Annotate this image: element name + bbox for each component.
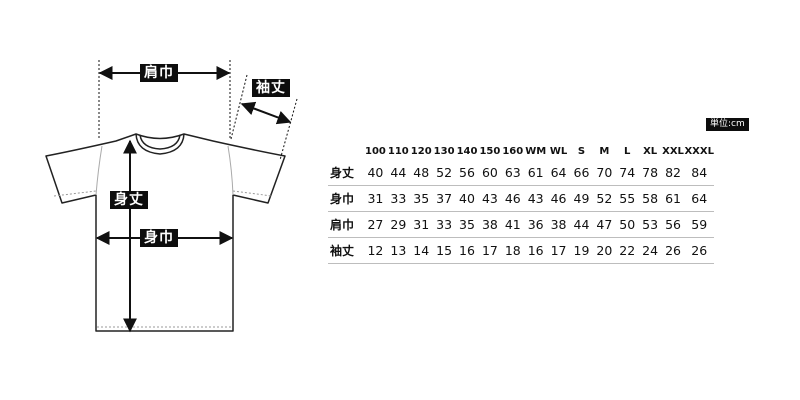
table-cell: 14 (409, 237, 433, 264)
shoulder-width-label: 肩巾 (140, 64, 178, 82)
table-cell: 33 (432, 211, 456, 238)
table-cell: 84 (684, 160, 714, 186)
table-cell: 60 (478, 160, 502, 186)
row-label: 身丈 (328, 160, 364, 186)
table-cell: 82 (661, 160, 685, 186)
table-cell: 29 (386, 211, 410, 238)
table-cell: 49 (570, 185, 593, 212)
table-cell: 40 (455, 185, 479, 212)
table-cell: 19 (570, 237, 593, 264)
table-cell: 46 (547, 185, 571, 212)
table-cell: 13 (386, 237, 410, 264)
sleeve-length-arrow (240, 101, 292, 125)
table-cell: 44 (386, 160, 410, 186)
table-cell: 20 (592, 237, 616, 264)
size-column-header: 140 (456, 145, 478, 157)
table-cell: 17 (478, 237, 502, 264)
size-column-header: 100 (365, 145, 386, 157)
table-cell: 12 (364, 237, 387, 264)
table-cell: 41 (501, 211, 525, 238)
table-cell: 38 (547, 211, 571, 238)
table-cell: 16 (455, 237, 479, 264)
row-label: 肩巾 (328, 211, 364, 238)
table-cell: 26 (661, 237, 685, 264)
body-length-label: 身丈 (110, 191, 148, 209)
table-cell: 50 (615, 211, 639, 238)
sleeve-guide-top (230, 74, 248, 140)
sleeve-length-label: 袖丈 (252, 79, 290, 97)
table-cell: 35 (409, 185, 433, 212)
table-cell: 31 (409, 211, 433, 238)
sleeve-guide-bottom (279, 98, 298, 161)
table-cell: 22 (615, 237, 639, 264)
row-label: 身巾 (328, 185, 364, 212)
table-cell: 24 (638, 237, 662, 264)
table-cell: 59 (684, 211, 714, 238)
table-cell: 61 (524, 160, 548, 186)
table-cell: 36 (524, 211, 548, 238)
table-cell: 56 (455, 160, 479, 186)
size-column-header: WM (525, 145, 547, 157)
size-column-header: 130 (433, 145, 455, 157)
size-column-header: S (577, 145, 586, 157)
table-cell: 52 (592, 185, 616, 212)
table-cell: 46 (501, 185, 525, 212)
tshirt-collar (135, 133, 185, 155)
table-cell: 43 (478, 185, 502, 212)
table-cell: 63 (501, 160, 525, 186)
table-cell: 55 (615, 185, 639, 212)
size-column-header: 110 (387, 145, 409, 157)
table-cell: 26 (684, 237, 714, 264)
size-column-header: WL (549, 145, 568, 157)
size-column-header: M (599, 145, 610, 157)
table-cell: 44 (570, 211, 593, 238)
table-cell: 61 (661, 185, 685, 212)
row-label: 袖丈 (328, 237, 364, 264)
table-cell: 66 (570, 160, 593, 186)
size-column-header: XL (643, 145, 658, 157)
table-cell: 27 (364, 211, 387, 238)
table-cell: 33 (386, 185, 410, 212)
table-cell: 70 (592, 160, 616, 186)
table-corner (328, 142, 364, 160)
table-cell: 38 (478, 211, 502, 238)
table-cell: 48 (409, 160, 433, 186)
armhole-seams (95, 145, 234, 196)
table-cell: 52 (432, 160, 456, 186)
table-cell: 56 (661, 211, 685, 238)
table-cell: 64 (547, 160, 571, 186)
table-cell: 40 (364, 160, 387, 186)
table-cell: 78 (638, 160, 662, 186)
table-cell: 64 (684, 185, 714, 212)
table-cell: 17 (547, 237, 571, 264)
size-column-header: XXL (662, 145, 684, 157)
size-column-header: 120 (410, 145, 432, 157)
size-column-header: 160 (502, 145, 524, 157)
unit-badge: 単位:cm (706, 118, 749, 131)
size-column-header: 150 (479, 145, 501, 157)
table-cell: 35 (455, 211, 479, 238)
table-cell: 37 (432, 185, 456, 212)
size-column-header: XXXL (684, 145, 714, 157)
table-cell: 15 (432, 237, 456, 264)
table-cell: 58 (638, 185, 662, 212)
body-width-label: 身巾 (140, 229, 178, 247)
size-column-header: L (624, 145, 631, 157)
table-cell: 74 (615, 160, 639, 186)
table-cell: 18 (501, 237, 525, 264)
sleeve-hem-lines (53, 190, 273, 328)
table-cell: 16 (524, 237, 548, 264)
table-cell: 31 (364, 185, 387, 212)
table-cell: 53 (638, 211, 662, 238)
table-cell: 43 (524, 185, 548, 212)
table-cell: 47 (592, 211, 616, 238)
